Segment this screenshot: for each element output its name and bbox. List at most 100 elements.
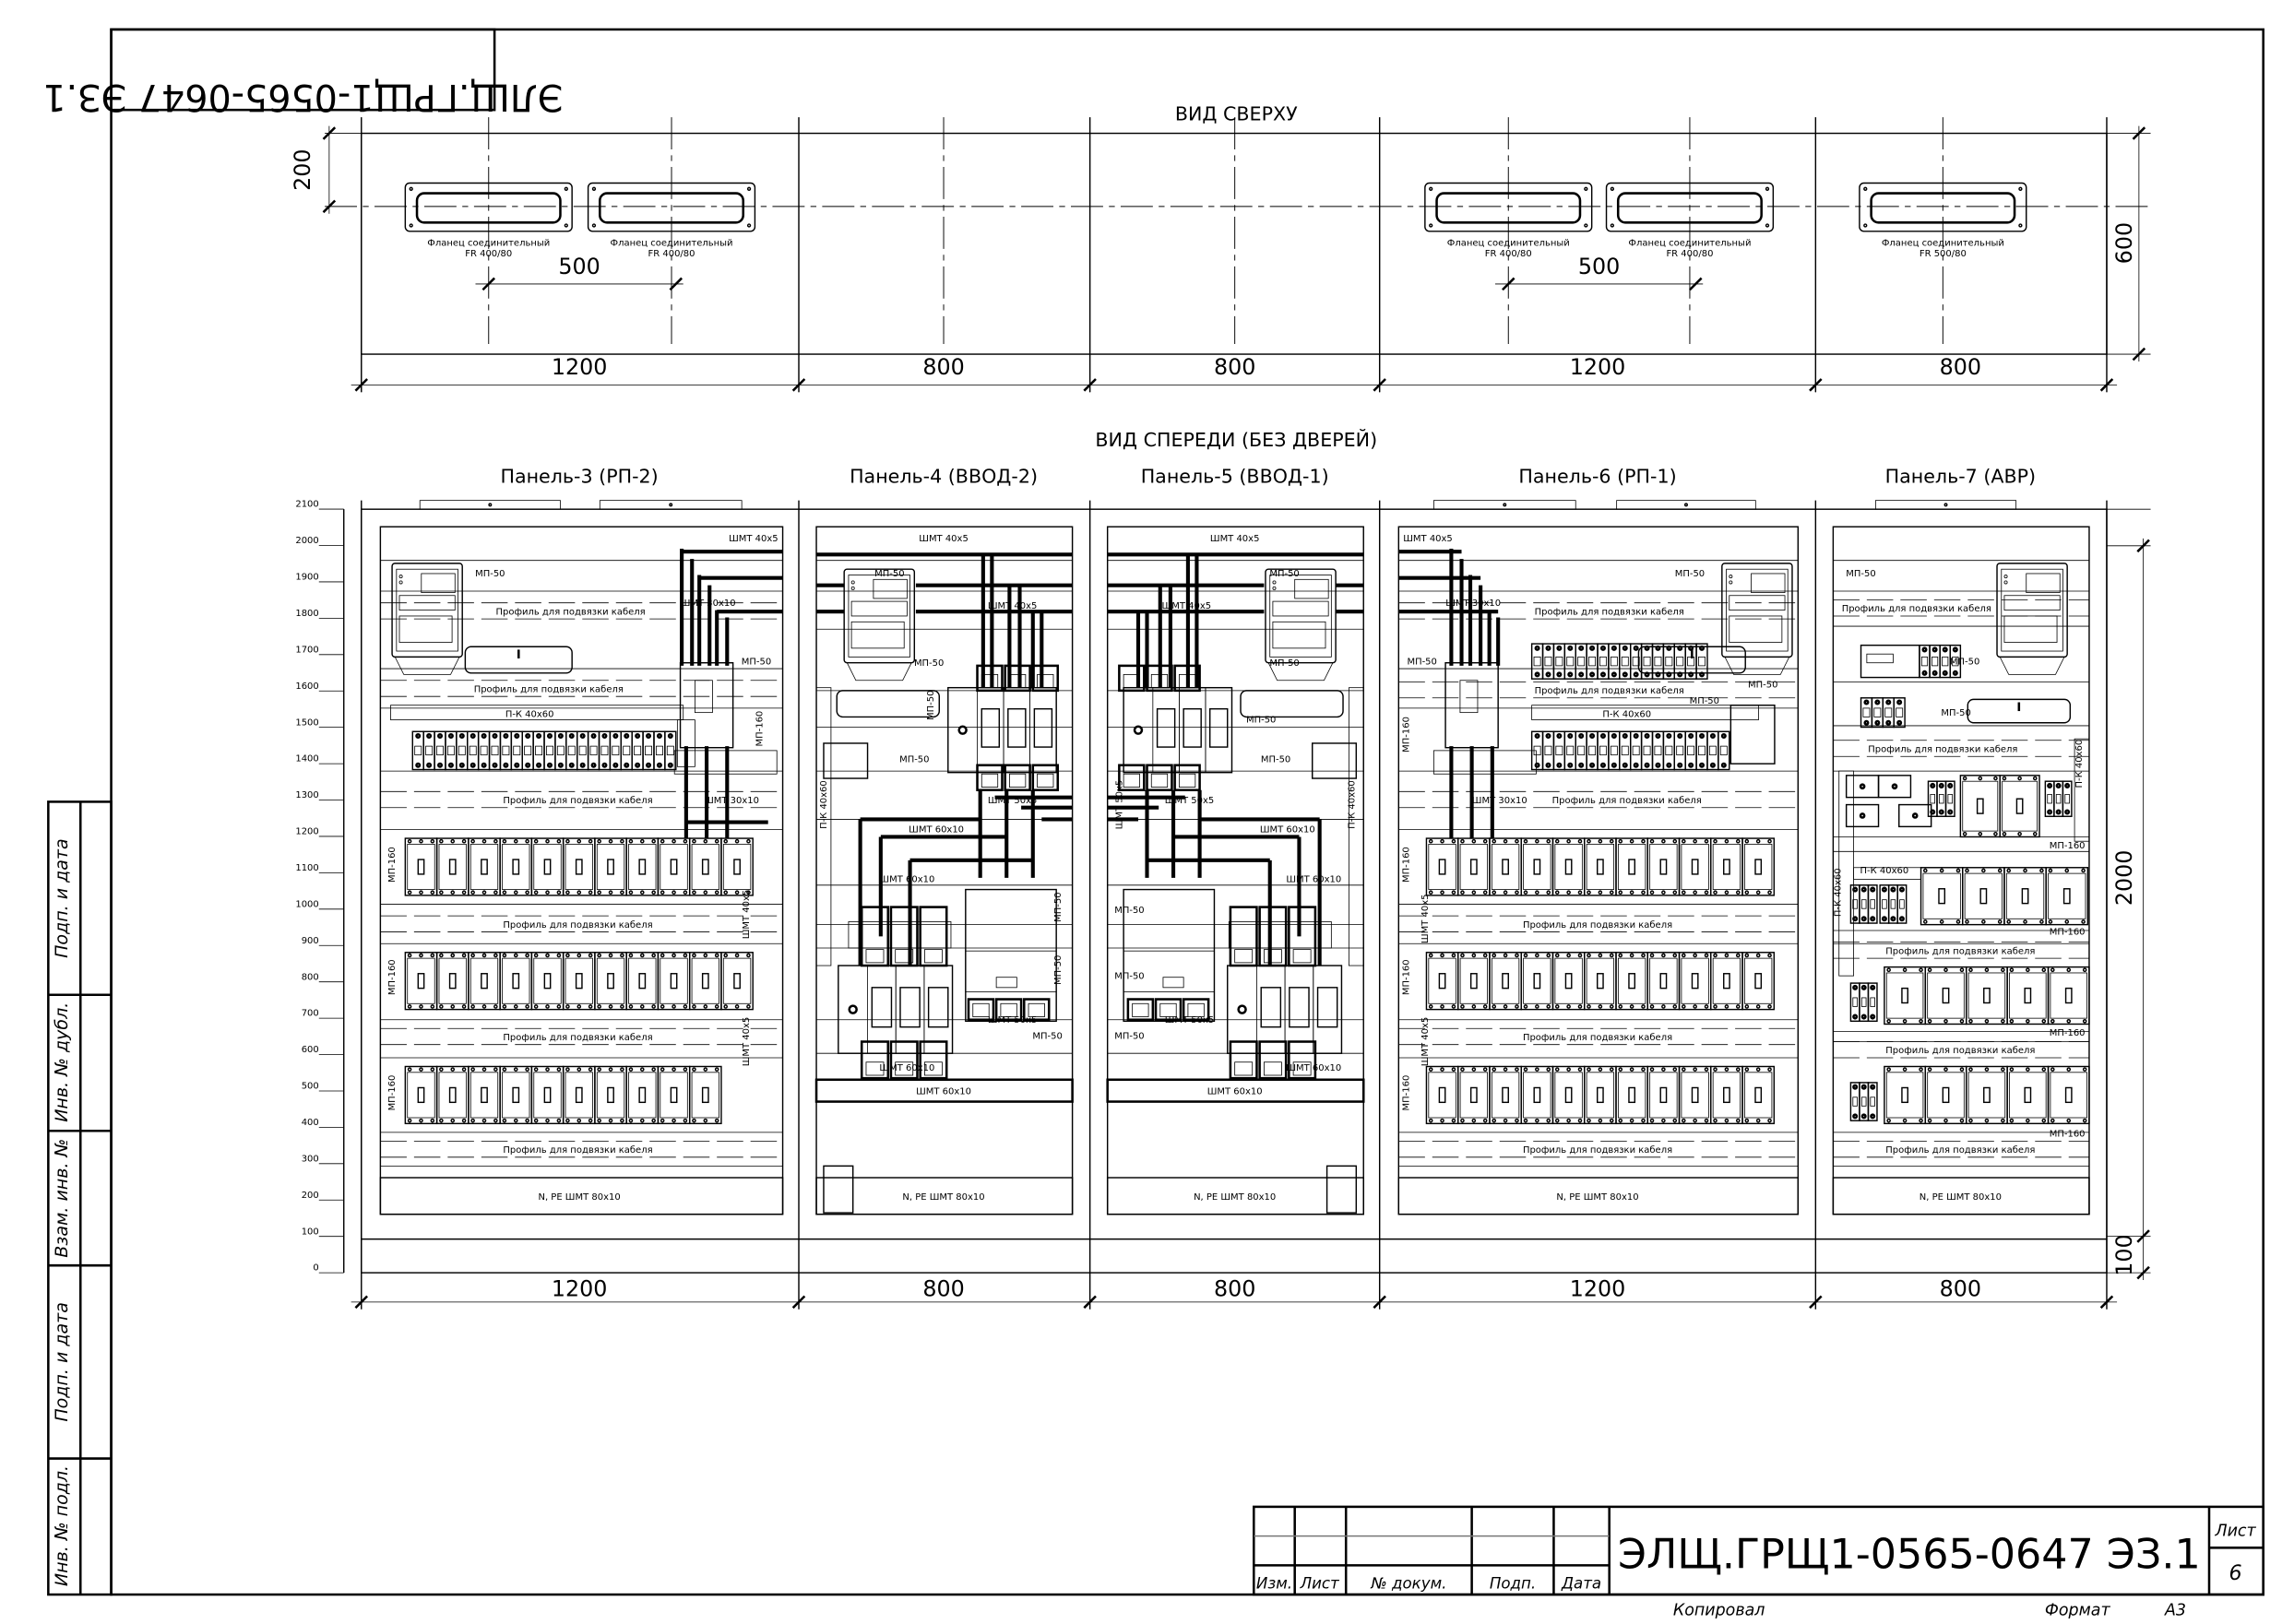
drawing-rect [546,745,553,756]
terminal [1744,838,1750,844]
terminal [588,1004,593,1009]
busbar-clamp [1182,998,1210,1021]
terminal [1598,890,1603,895]
drawing-rect [1885,1072,1924,1119]
drawing-rect [1852,899,1858,909]
meter-base [394,657,460,675]
energy-meter [1721,563,1793,658]
circuit-breaker [1551,837,1586,896]
breaker-handle [1723,1086,1730,1104]
terminal [2050,1019,2055,1024]
terminal [576,838,582,844]
ct-core [1911,812,1919,819]
terminal [1704,1004,1709,1009]
drawing-rect [1621,656,1629,667]
drawing-rect [1577,656,1586,667]
modular-device [1695,643,1708,680]
terminal [1545,733,1551,740]
col-doc: № докум. [1370,1575,1446,1593]
terminal [1767,838,1772,844]
terminal [1556,645,1563,651]
terminal [461,1118,467,1123]
terminal [1534,762,1540,768]
circuit-breaker [1520,837,1554,896]
circuit-breaker [404,952,438,1011]
bolt-hole [1429,223,1433,228]
terminal [1578,733,1585,740]
terminal [1492,953,1497,958]
label-shmt40x5: ШМТ 40x5 [1420,1017,1431,1067]
drawing-rect [694,680,713,714]
terminal [514,762,520,768]
terminal [430,1004,435,1009]
terminal [1661,838,1666,844]
current-transformer [1877,775,1912,799]
terminal [1611,645,1617,651]
terminal [1870,1084,1876,1090]
drawing-rect [1313,965,1342,1054]
terminal [628,1067,634,1072]
terminal [1649,838,1655,844]
modular-device [1939,644,1951,679]
terminal [1672,1118,1678,1123]
terminal [703,1118,708,1123]
terminal [1492,1067,1497,1072]
terminal [734,953,740,958]
breaker-handle [1533,1086,1541,1104]
breaker-handle [543,973,552,990]
terminal [651,953,656,958]
breaker-handle [1659,973,1668,990]
terminal [1482,838,1488,844]
terminal [588,1118,593,1123]
drawing-rect [1964,872,2003,919]
terminal [1629,1067,1634,1072]
terminal [1611,733,1617,740]
meter-base [1267,662,1334,682]
terminal [1611,671,1617,678]
terminal [470,1118,475,1123]
scale-label: 1800 [295,609,318,619]
circuit-breaker [657,1065,691,1125]
label-profile: Профиль для подвязки кабеля [1868,744,2017,754]
terminal [556,1118,562,1123]
drawing-rect [850,600,908,617]
terminal [651,890,656,895]
terminal [565,1067,570,1072]
label-shmt40x5: ШМТ 40x5 [742,890,752,940]
terminal [703,1004,708,1009]
circuit-breaker [1646,1065,1681,1125]
terminal [1860,1113,1867,1120]
scale-label: 2100 [295,500,318,510]
terminal [1681,1118,1686,1123]
busbar-clamp [1229,906,1258,967]
terminal [1629,953,1634,958]
npe-busbar [379,1177,784,1215]
terminal [1939,868,1944,873]
side-strip [47,800,113,1596]
cable-duct-pk [1531,705,1759,720]
circuit-breaker [625,837,660,896]
terminal [556,1067,562,1072]
terminal [450,838,456,844]
drawing-rect [1491,843,1520,890]
terminal [1535,838,1539,844]
drawing-rect [2050,1072,2087,1119]
drawing-rect [1708,745,1717,756]
terminal [458,733,465,740]
drawing-rect [1292,1061,1312,1076]
terminal [667,733,673,740]
top-view-title: ВИД СВЕРХУ [1175,102,1298,124]
circuit-breaker [1884,966,1927,1025]
terminal [1965,919,1969,924]
terminal [1622,733,1628,740]
drawing-rect [2002,780,2038,832]
terminal [1451,953,1456,958]
terminal [525,953,529,958]
terminal [2066,1118,2072,1123]
drawing-rect [1009,674,1027,689]
terminal [439,890,444,895]
terminal [1968,967,1973,973]
drawing-rect [1896,707,1904,717]
drawing-rect [645,745,653,756]
drawing-rect [1617,1072,1646,1119]
